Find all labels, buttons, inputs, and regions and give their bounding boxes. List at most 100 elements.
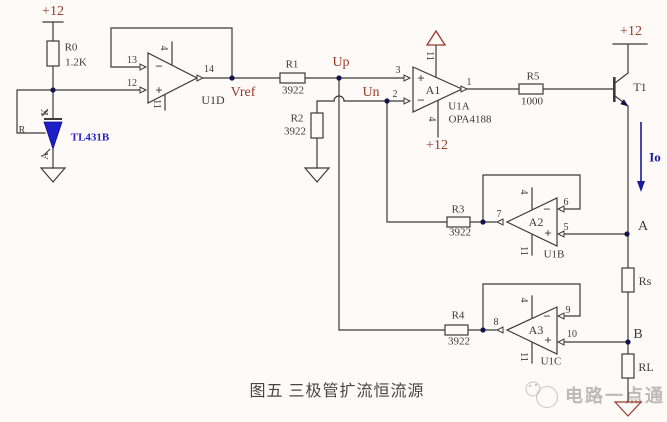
a2-pin11: 11 — [518, 246, 529, 256]
vcc-a1-label: +12 — [426, 138, 448, 153]
resistor-r5 — [518, 83, 544, 95]
a2-designator: A2 — [528, 215, 544, 229]
tl431-triangle — [43, 121, 63, 151]
pin-marker-a1-inv — [403, 97, 412, 105]
tl431-pin-k: K — [40, 108, 51, 116]
u1d-pin13: 13 — [127, 55, 137, 66]
resistor-r0 — [46, 40, 60, 67]
transistor-t1 — [613, 77, 629, 107]
t1-ref: T1 — [633, 80, 647, 94]
u1d-designator: U1D — [201, 93, 225, 107]
tl431-ref: TL431B — [70, 131, 110, 144]
wire-ref-loop — [16, 89, 141, 134]
a2-pin7: 7 — [496, 209, 502, 220]
pin-marker-u1d-nin — [139, 86, 148, 94]
io-current-arrow-icon — [637, 122, 645, 192]
a2-chip-des: U1B — [543, 248, 565, 261]
r5-value: 1000 — [521, 95, 543, 108]
wire-r2-up — [316, 100, 335, 114]
figure-caption: 图五 三极管扩流恒流源 — [249, 383, 425, 400]
a2-pin4: 4 — [518, 189, 529, 195]
r2-value: 3922 — [284, 125, 306, 138]
node-b-label: B — [633, 327, 643, 342]
r4-value: 3922 — [448, 335, 470, 348]
io-net-label: Io — [649, 149, 661, 165]
pin-marker-a2-out — [495, 218, 504, 226]
wires — [16, 21, 648, 403]
un-net-label: Un — [362, 85, 380, 100]
a1-pin3: 3 — [395, 65, 401, 76]
a1-minus-sign: − — [417, 92, 425, 108]
resistor-r3 — [446, 216, 471, 228]
opamp-a2-body — [505, 197, 558, 247]
pin-markers — [139, 63, 565, 346]
t1-base-bar — [613, 77, 616, 102]
rl-ref: RL — [638, 360, 654, 374]
wire-un-vertical — [386, 100, 448, 223]
u1d-pin14: 14 — [204, 64, 214, 75]
a2-minus-sign: − — [543, 201, 551, 217]
wire-hop — [333, 95, 345, 102]
resistor-bodies — [46, 40, 635, 379]
resistor-r4 — [444, 324, 469, 336]
ground-symbols — [39, 167, 643, 417]
power-flag-a1-icon — [425, 29, 447, 46]
opamp-a1-body — [412, 66, 464, 113]
resistor-rs — [621, 267, 635, 293]
a1-designator: A1 — [425, 83, 441, 97]
up-net-label: Up — [332, 55, 350, 70]
u1d-pin4: 4 — [158, 45, 169, 51]
wire-up-vertical — [338, 77, 446, 331]
r2-ref: R2 — [290, 112, 304, 125]
pin-marker-a2-nin — [556, 230, 565, 238]
r4-ref: R4 — [451, 309, 465, 322]
resistor-r1 — [279, 72, 306, 84]
a3-pin9: 9 — [565, 305, 571, 316]
a1-pin11: 11 — [424, 51, 435, 61]
resistor-rl — [621, 353, 635, 379]
r5-ref: R5 — [526, 70, 540, 83]
ground-rl-red — [613, 401, 643, 417]
a1-chip-des: U1A — [448, 100, 470, 113]
node-a-label: A — [637, 219, 649, 234]
r3-ref: R3 — [451, 203, 465, 216]
r0-ref: R0 — [64, 41, 78, 54]
opamp-bodies — [147, 52, 558, 355]
a1-pin2: 2 — [392, 89, 398, 100]
r1-value: 3922 — [282, 84, 304, 97]
junction-dots — [50, 75, 631, 345]
vcc-left-label: +12 — [42, 4, 64, 19]
a1-pin1: 1 — [466, 77, 472, 88]
pin-marker-u1d-out — [196, 74, 205, 82]
ground-tl431 — [39, 167, 67, 183]
opamp-a3-body — [505, 306, 558, 355]
pin-marker-a3-inv — [556, 312, 565, 320]
resistor-r2 — [310, 112, 324, 139]
a3-plus-sign: + — [544, 332, 552, 348]
a3-minus-sign: − — [543, 308, 551, 324]
wire-t1-collector — [612, 43, 648, 84]
wire-a2-feedback — [482, 174, 581, 223]
r0-value: 1.2K — [65, 56, 87, 69]
pin-marker-a2-inv — [556, 205, 565, 213]
a3-pin8: 8 — [493, 317, 499, 328]
a3-pin10: 10 — [567, 329, 577, 340]
a3-chip-des: U1C — [540, 355, 562, 368]
wire-u1d-stubs — [164, 41, 173, 111]
watermark-text: 电路一点通 — [565, 386, 665, 406]
a3-pin4: 4 — [518, 297, 529, 303]
t1-emitter-arrow-icon — [620, 99, 629, 107]
tl431-pin-a: A — [40, 152, 51, 160]
a2-plus-sign: + — [544, 225, 552, 241]
a3-designator: A3 — [528, 323, 544, 337]
pin-marker-a3-nin — [556, 338, 565, 346]
a2-pin5: 5 — [563, 222, 569, 233]
tl431-symbol — [41, 109, 63, 156]
watermark-logo-icon — [525, 381, 558, 408]
pin-marker-a1-nin — [403, 74, 412, 82]
pin-marker-a3-out — [495, 326, 504, 334]
r1-ref: R1 — [285, 58, 299, 71]
wire-vcc-left — [42, 21, 64, 42]
a1-plus-sign: + — [417, 70, 425, 86]
